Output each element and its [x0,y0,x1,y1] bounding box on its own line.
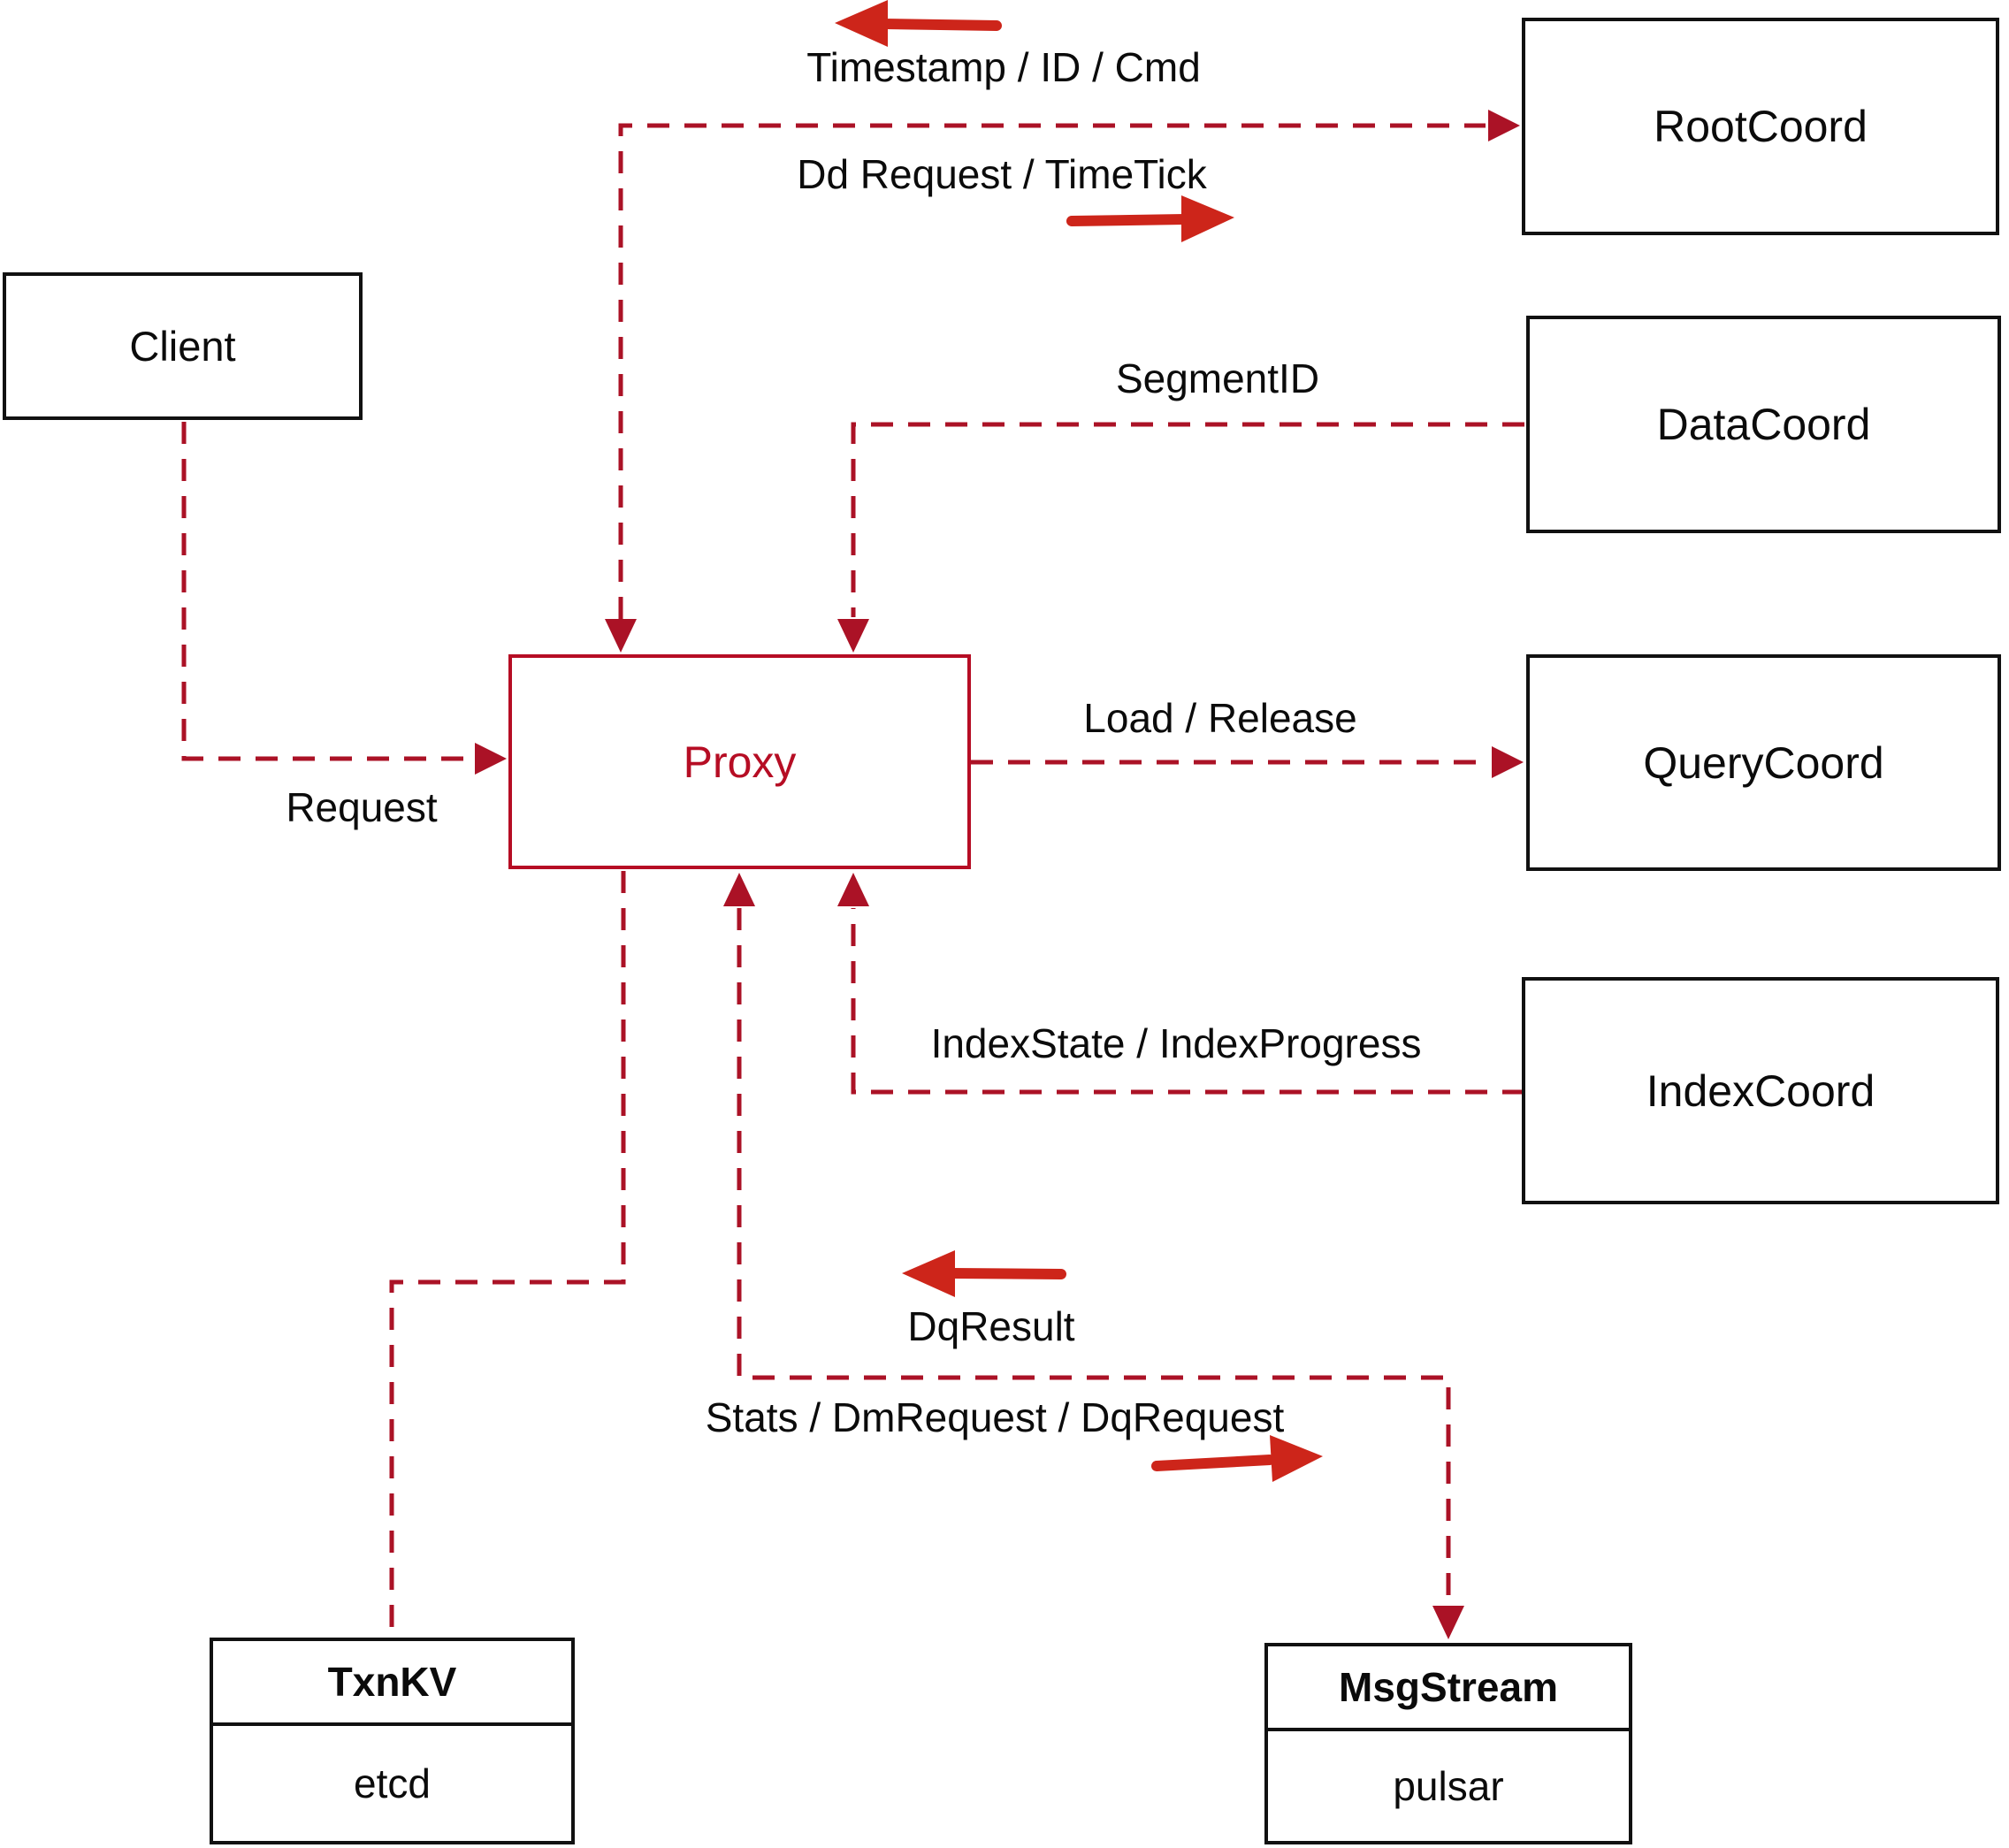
indexcoord-node: IndexCoord [1522,977,1999,1204]
datacoord-label: DataCoord [1656,400,1871,449]
arrowhead-into-proxy-left [475,743,507,775]
datacoord-to-proxy-line [851,422,1524,617]
left-arrow-dqresult [902,1250,1066,1297]
arrowhead-into-msgstream [1432,1606,1464,1639]
right-arrow-ddrequest [1066,195,1234,242]
proxy-label: Proxy [683,737,797,787]
edge-label-index-state: IndexState / IndexProgress [930,1020,1422,1066]
arrowhead-into-proxy-bottom-middle [723,873,755,906]
client-to-proxy-connector [181,422,507,775]
edge-label-load-release: Load / Release [1083,695,1357,741]
txnkv-implementation: etcd [354,1760,431,1806]
msgstream-implementation: pulsar [1393,1763,1504,1809]
right-arrow-ddrequest-stem [1066,214,1190,226]
arrowhead-into-proxy-top-left [605,619,637,653]
right-arrow-stats [1151,1435,1323,1482]
left-arrow-dqresult-stem [946,1268,1066,1279]
datacoord-node: DataCoord [1526,316,2001,533]
querycoord-label: QueryCoord [1643,737,1884,788]
left-arrow-timestamp-head [835,0,888,47]
arrowhead-into-proxy-top-right [837,619,869,653]
msgstream-header: MsgStream [1268,1646,1629,1731]
edge-label-stats: Stats / DmRequest / DqRequest [705,1394,1285,1440]
datacoord-to-proxy-connector [837,422,1524,653]
arrowhead-into-rootcoord [1488,110,1520,141]
edge-label-request: Request [286,784,438,830]
right-arrow-stats-stem [1151,1455,1275,1471]
edge-label-segment-id: SegmentID [1115,355,1320,401]
edge-label-timestamp: Timestamp / ID / Cmd [806,44,1201,90]
proxy-to-txnkv-line [389,871,626,1636]
client-to-proxy-line [181,422,471,761]
proxy-node: Proxy [508,654,971,869]
proxy-msgstream-connector [723,873,1464,1639]
client-node: Client [3,272,363,420]
msgstream-node: MsgStream pulsar [1264,1643,1632,1844]
rootcoord-node: RootCoord [1522,18,1999,235]
indexcoord-label: IndexCoord [1646,1065,1875,1116]
edge-label-dd-request: Dd Request / TimeTick [797,151,1207,197]
proxy-to-txnkv-connector [389,871,626,1636]
proxy-to-querycoord-connector [971,746,1524,778]
proxy-msgstream-line [737,908,1451,1602]
client-label: Client [129,323,236,370]
txnkv-node: TxnKV etcd [210,1638,575,1844]
right-arrow-stats-head [1270,1435,1323,1482]
edge-label-dq-result: DqResult [907,1303,1075,1349]
arrowhead-into-proxy-bottom-right [837,873,869,906]
txnkv-header: TxnKV [213,1641,571,1726]
left-arrow-timestamp-stem [879,19,1002,31]
proxy-rootcoord-line [618,123,1486,619]
querycoord-node: QueryCoord [1526,654,2001,871]
indexcoord-to-proxy-connector [837,873,1524,1095]
right-arrow-ddrequest-head [1181,195,1234,242]
left-arrow-timestamp [835,0,1002,47]
indexcoord-to-proxy-line [851,908,1524,1095]
left-arrow-dqresult-head [902,1250,955,1297]
proxy-rootcoord-connector [605,110,1520,653]
arrowhead-into-querycoord [1492,746,1524,778]
rootcoord-label: RootCoord [1654,102,1868,151]
